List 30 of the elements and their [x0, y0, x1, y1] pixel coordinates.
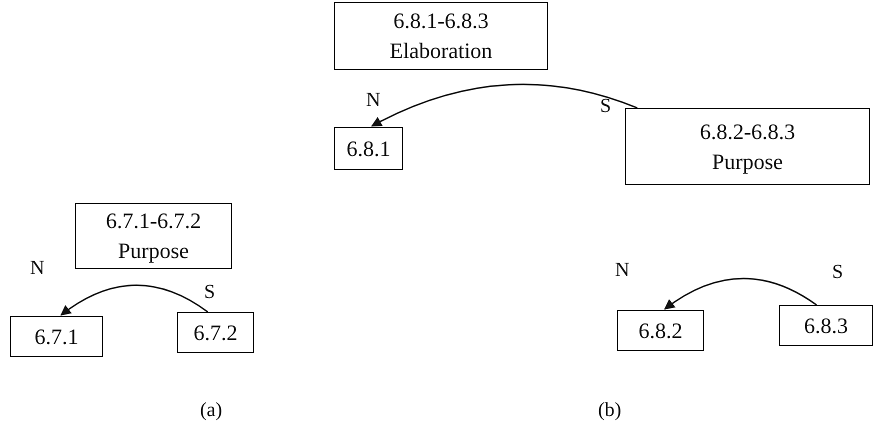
label: S	[832, 262, 844, 282]
label: (b)	[598, 400, 622, 420]
text-box	[334, 127, 403, 170]
node-text: 6.8.2	[638, 316, 682, 345]
arrow	[60, 284, 208, 316]
node-text: 6.7.2	[194, 318, 238, 347]
label: S	[204, 282, 216, 302]
text-box	[617, 310, 704, 351]
node-text: 6.8.2-6.8.3	[700, 118, 796, 146]
label: N	[615, 260, 630, 280]
text-box	[625, 108, 870, 185]
node-text: 6.7.1-6.7.2	[106, 207, 202, 236]
node-text: 6.8.1-6.8.3	[393, 7, 489, 36]
text-box	[75, 203, 232, 269]
text-box	[334, 2, 548, 70]
label: S	[600, 96, 612, 116]
label: (a)	[200, 400, 222, 420]
node-text: Purpose	[118, 237, 189, 265]
label: N	[30, 258, 44, 278]
node-text: 6.7.1	[34, 322, 78, 351]
label: N	[366, 90, 380, 110]
text-box	[177, 312, 254, 353]
arrow	[371, 84, 638, 127]
text-box	[10, 316, 103, 357]
arrow	[664, 278, 818, 310]
text-box	[779, 305, 873, 346]
node-text: 6.8.3	[804, 312, 848, 340]
node-text: Elaboration	[390, 37, 492, 65]
node-text: 6.8.1	[346, 134, 390, 163]
node-text: Purpose	[712, 148, 783, 176]
